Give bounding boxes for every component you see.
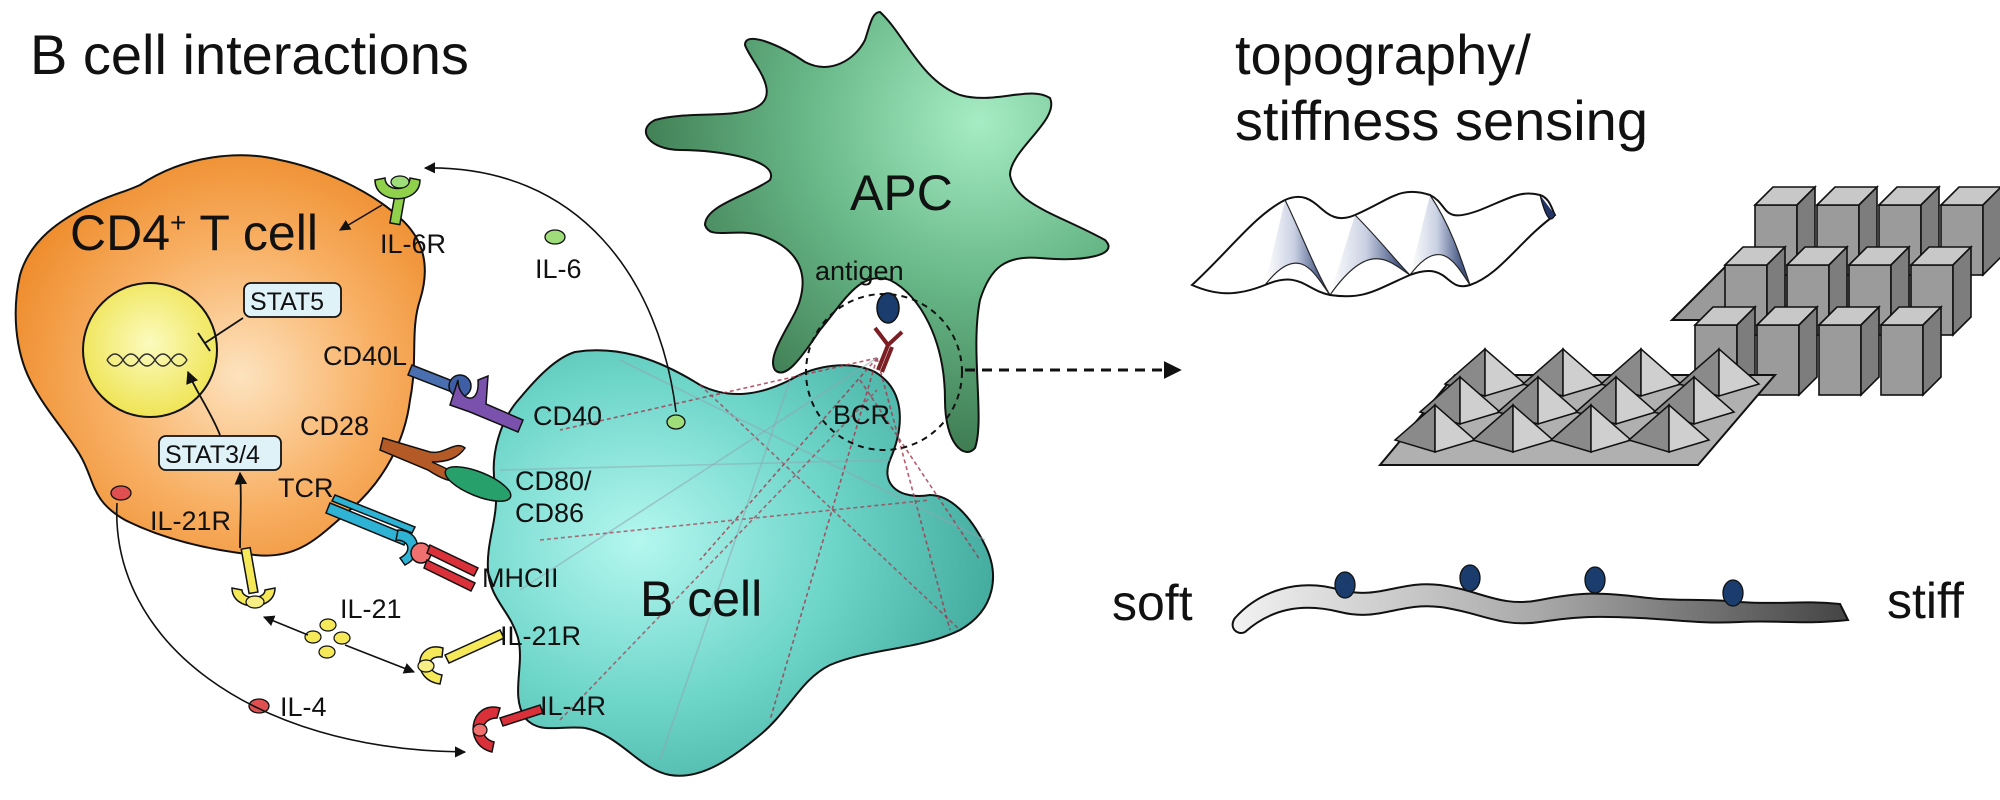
il6-label: IL-6 [535, 254, 582, 284]
il6-arrow [423, 162, 677, 413]
il21r-b-label: IL-21R [500, 621, 581, 651]
pyramid-face [1668, 403, 1711, 454]
il21-arrow-left [262, 615, 309, 636]
il4r-receptor [472, 704, 544, 753]
pyramid-face [1693, 375, 1736, 426]
il6r-arrow [339, 204, 383, 231]
pyramid-face [1615, 375, 1658, 426]
stat5-inhibit-bar [197, 332, 211, 352]
antigen-label: antigen [815, 256, 904, 286]
pyramid-face [1590, 403, 1633, 454]
mhcii-label: MHCII [482, 563, 559, 593]
pyramid-face [1434, 403, 1477, 454]
il21-molecules [304, 618, 351, 659]
il6r-label: IL-6R [380, 229, 446, 259]
pyramid-topography [1377, 347, 1778, 466]
zoom-circle [805, 293, 963, 451]
il6r-receptor [374, 175, 421, 226]
bcr-crosslink-lines [499, 357, 986, 761]
tcr-label: TCR [278, 473, 334, 503]
pillar [1880, 324, 1924, 396]
apc-label: APC [850, 165, 953, 221]
wave-topography [1190, 190, 1557, 298]
pyramid-face [1512, 403, 1555, 454]
t-cell-label: CD4+ T cell [70, 205, 318, 261]
cd28-receptor [379, 437, 467, 482]
il21r-to-stat34-arrow [234, 471, 248, 549]
il21-label: IL-21 [340, 594, 402, 624]
mhcii-receptor [410, 542, 480, 593]
stiff-label: stiff [1887, 573, 1964, 629]
stat5-label: STAT5 [250, 288, 324, 316]
pillar-side [1952, 245, 1972, 337]
stat34-label: STAT3/4 [165, 441, 260, 469]
pyramid-face [1459, 375, 1502, 426]
nucleus [82, 282, 218, 418]
cd86-label: CD86 [515, 498, 584, 528]
stiffness-substrate [1231, 583, 1850, 634]
tcr-receptor [325, 494, 419, 566]
cd80-label: CD80/ [515, 466, 592, 496]
il4r-label: IL-4R [540, 691, 606, 721]
il6-molecule-bcell [666, 414, 686, 430]
b-cell-label: B cell [640, 571, 762, 627]
il4-molecule [248, 698, 270, 714]
dna-icon [106, 353, 188, 367]
pillar-side [1798, 305, 1818, 397]
pyramid-face [1718, 347, 1761, 398]
il21r-b-receptor [417, 629, 506, 685]
pyramid-face [1640, 347, 1683, 398]
pillar-side [1982, 186, 2000, 277]
il6-molecule [544, 229, 566, 245]
il21r-t-receptor [231, 546, 276, 609]
bcr-receptor [873, 326, 904, 373]
ligand-1 [1334, 571, 1356, 599]
cd28-label: CD28 [300, 411, 369, 441]
il21-arrow-right [344, 644, 416, 674]
pillar-top [1939, 186, 2000, 206]
il4-label: IL-4 [280, 692, 327, 722]
soft-label: soft [1112, 575, 1193, 631]
cd40-label: CD40 [533, 401, 602, 431]
cd40-receptor [449, 374, 524, 433]
cd40l-label: CD40L [323, 341, 407, 371]
ligand-3 [1584, 566, 1606, 594]
bcr-label: BCR [833, 400, 890, 430]
il21r-t-label: IL-21R [150, 506, 231, 536]
stat34-arrow [186, 370, 221, 436]
b-cell [486, 349, 994, 777]
ligand-2 [1459, 564, 1481, 592]
pyramid-face [1562, 347, 1605, 398]
left-title: B cell interactions [30, 23, 469, 86]
pillar-side [1922, 305, 1942, 397]
apc-cell [644, 10, 1110, 453]
pillar [1818, 324, 1862, 396]
right-title-line1: topography/ [1235, 23, 1531, 86]
antigen-shape [876, 292, 900, 324]
pillar-side [1860, 305, 1880, 397]
pyramid-face [1537, 375, 1580, 426]
stat5-box [243, 282, 342, 318]
cd80-cd86-receptor [444, 466, 512, 502]
right-title-line2: stiffness sensing [1235, 89, 1648, 152]
il4-arrow [116, 502, 467, 758]
t-cell [14, 154, 426, 557]
ligand-4 [1722, 579, 1744, 607]
pyramid-face [1484, 347, 1527, 398]
stat34-box [158, 435, 282, 471]
stat5-inhibit-line [204, 317, 244, 344]
il4-molecule-tcell [110, 485, 132, 501]
